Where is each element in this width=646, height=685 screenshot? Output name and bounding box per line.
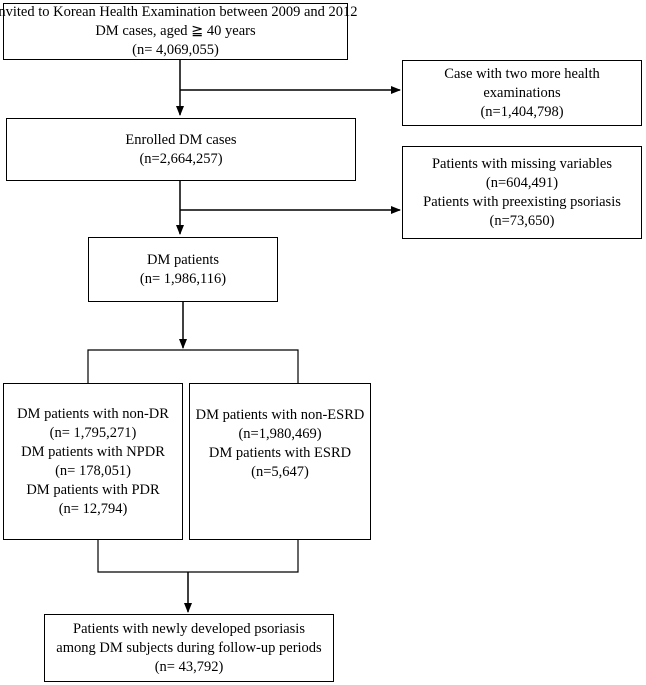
dm-patients-line-2: (n= 1,986,116) <box>139 270 227 287</box>
excluded-missing-line-4: (n=73,650) <box>489 212 555 229</box>
esrd-groups-line-1: DM patients with non-ESRD <box>195 407 365 423</box>
split-bracket <box>87 349 299 383</box>
dr-groups-box: DM patients with non-DR (n= 1,795,271) D… <box>3 383 183 540</box>
enrolled-line-1: Enrolled DM cases <box>125 131 237 148</box>
dr-groups-line-3: DM patients with NPDR <box>21 443 165 460</box>
excluded-missing-line-1: Patients with missing variables <box>431 155 613 172</box>
dr-groups-line-5: DM patients with PDR <box>26 481 160 498</box>
dm-patients-line-1: DM patients <box>146 251 220 268</box>
excluded-missing-line-3: Patients with preexisting psoriasis <box>423 193 621 210</box>
invited-line-3: (n= 4,069,055) <box>132 42 219 58</box>
merge-bracket <box>97 540 299 573</box>
dr-groups-line-2: (n= 1,795,271) <box>49 424 137 441</box>
esrd-groups-box: DM patients with non-ESRD (n=1,980,469) … <box>189 383 371 540</box>
enrolled-cases-box: Enrolled DM cases (n=2,664,257) <box>6 118 356 181</box>
dr-groups-line-1: DM patients with non-DR <box>17 405 169 422</box>
excluded-exams-line-3: (n=1,404,798) <box>480 103 564 120</box>
excluded-missing-variables-box: Patients with missing variables (n=604,4… <box>402 146 642 239</box>
esrd-groups-line-3: DM patients with ESRD <box>208 445 352 461</box>
outcome-line-2: among DM subjects during follow-up perio… <box>56 639 322 656</box>
outcome-box: Patients with newly developed psoriasis … <box>44 614 334 682</box>
enrolled-line-2: (n=2,664,257) <box>139 150 223 167</box>
esrd-groups-line-4: (n=5,647) <box>251 464 309 480</box>
invited-cases-box: Invited to Korean Health Examination bet… <box>0 3 358 60</box>
excluded-exams-line-1: Case with two more health <box>444 65 600 82</box>
dm-patients-box: DM patients (n= 1,986,116) <box>88 237 278 302</box>
dr-groups-line-4: (n= 178,051) <box>55 462 131 479</box>
excluded-health-exams-box: Case with two more health examinations (… <box>402 60 642 126</box>
excluded-exams-line-2: examinations <box>483 84 561 101</box>
outcome-line-1: Patients with newly developed psoriasis <box>73 620 305 637</box>
esrd-groups-line-2: (n=1,980,469) <box>238 426 322 442</box>
outcome-line-3: (n= 43,792) <box>154 658 224 675</box>
dr-groups-line-6: (n= 12,794) <box>58 500 128 517</box>
invited-line-1: Invited to Korean Health Examination bet… <box>0 4 358 20</box>
excluded-missing-line-2: (n=604,491) <box>485 174 559 191</box>
invited-line-2: DM cases, aged ≧ 40 years <box>95 23 256 39</box>
